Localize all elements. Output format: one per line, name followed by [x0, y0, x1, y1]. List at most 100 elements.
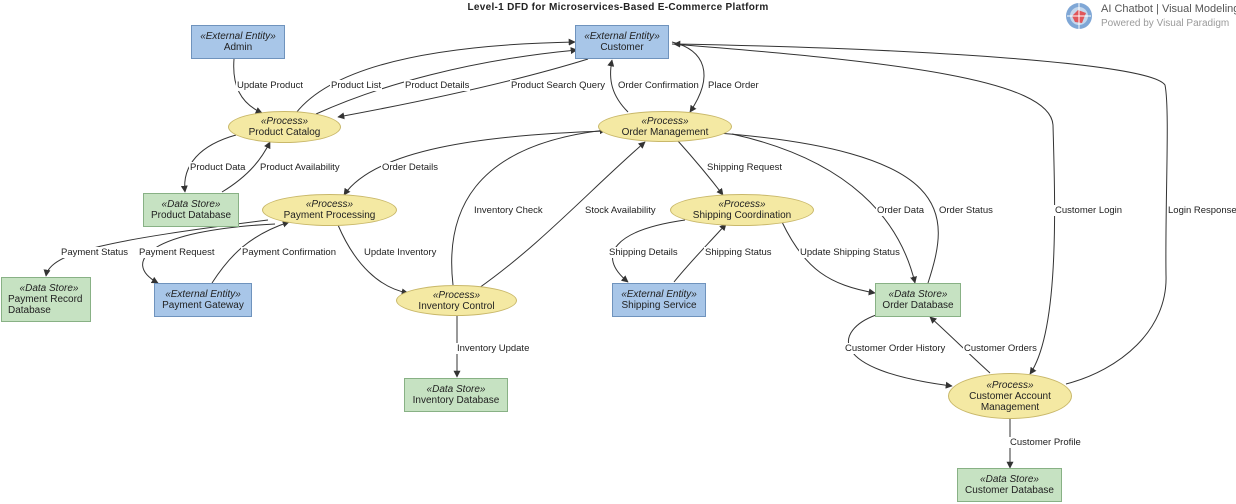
node-product-catalog[interactable]: «Process» Product Catalog	[228, 111, 341, 143]
stereotype-label: «Data Store»	[888, 289, 948, 300]
edge-order-details	[343, 130, 607, 196]
node-payment-record-database[interactable]: «Data Store» Payment Record Database	[1, 277, 91, 322]
stereotype-label: «Data Store»	[426, 384, 486, 395]
stereotype-label: «External Entity»	[621, 289, 697, 300]
stereotype-label: «Data Store»	[980, 474, 1039, 485]
flow-label-update-product: Update Product	[236, 80, 305, 91]
stereotype-label: «External Entity»	[584, 31, 660, 42]
edge-order-confirmation	[607, 59, 629, 113]
stereotype-label: «External Entity»	[200, 31, 276, 42]
flow-label-place-order: Place Order	[707, 80, 760, 91]
edge-shipping-status	[673, 223, 727, 283]
edge-update-shipping-status	[781, 221, 876, 296]
branding-logo: AI Chatbot | Visual Modeling Powered by …	[1064, 0, 1236, 34]
branding-title: AI Chatbot | Visual Modeling	[1101, 3, 1236, 15]
edge-payment-confirmation	[211, 220, 290, 284]
edge-order-status	[704, 128, 939, 284]
flow-label-customer-orders: Customer Orders	[963, 343, 1038, 354]
stereotype-label: «Process»	[432, 289, 481, 301]
flow-label-payment-confirmation: Payment Confirmation	[241, 247, 337, 258]
flow-label-inventory-check: Inventory Check	[473, 205, 544, 216]
flow-label-order-confirmation: Order Confirmation	[617, 80, 700, 91]
node-inventory-control[interactable]: «Process» Inventory Control	[396, 285, 517, 316]
flow-label-customer-login: Customer Login	[1054, 205, 1124, 216]
node-name: Product Catalog	[248, 127, 321, 138]
diagram-title: Level-1 DFD for Microservices-Based E-Co…	[467, 2, 769, 13]
node-customer-database[interactable]: «Data Store» Customer Database	[957, 468, 1062, 502]
edge-customer-login	[671, 43, 1056, 375]
edge-payment-status	[43, 219, 269, 277]
edge-shipping-request	[677, 140, 724, 196]
stereotype-label: «Process»	[986, 379, 1034, 391]
flow-label-inventory-update: Inventory Update	[456, 343, 531, 354]
flow-label-order-data: Order Data	[876, 205, 925, 216]
flow-label-shipping-request: Shipping Request	[706, 162, 783, 173]
node-name: Payment Processing	[283, 210, 376, 221]
flow-label-product-list: Product List	[330, 80, 383, 91]
node-payment-gateway[interactable]: «External Entity» Payment Gateway	[154, 283, 252, 317]
stereotype-label: «Process»	[641, 115, 689, 127]
node-product-database[interactable]: «Data Store» Product Database	[143, 193, 239, 227]
flow-label-product-details: Product Details	[404, 80, 471, 91]
edge-product-search-query	[337, 58, 589, 120]
node-name: Shipping Coordination	[692, 210, 792, 221]
node-payment-processing[interactable]: «Process» Payment Processing	[262, 194, 397, 226]
flow-label-payment-request: Payment Request	[138, 247, 216, 258]
flow-label-product-data: Product Data	[189, 162, 247, 173]
node-name-line1: Payment Record	[8, 294, 83, 305]
edge-shipping-details	[612, 219, 686, 283]
node-name-line1: Customer Account	[969, 390, 1051, 402]
node-name: Order Management	[621, 126, 709, 138]
node-customer-account-management[interactable]: «Process» Customer Account Management	[948, 373, 1072, 419]
stereotype-label: «Data Store»	[19, 283, 79, 294]
edge-customer-orders	[929, 316, 991, 374]
flow-label-shipping-details: Shipping Details	[608, 247, 679, 258]
stereotype-label: «Process»	[718, 199, 766, 210]
flow-label-update-inventory: Update Inventory	[363, 247, 438, 258]
edge-product-data	[180, 134, 237, 193]
edge-product-list	[295, 38, 576, 114]
flow-label-payment-status: Payment Status	[60, 247, 130, 258]
flow-label-product-availability: Product Availability	[259, 162, 341, 173]
flow-label-order-status: Order Status	[938, 205, 994, 216]
node-shipping-service[interactable]: «External Entity» Shipping Service	[612, 283, 706, 317]
branding-subtitle: Powered by Visual Paradigm	[1101, 18, 1230, 29]
flow-label-login-response: Login Response	[1167, 205, 1236, 216]
node-name-line2: Management	[980, 401, 1040, 413]
node-order-database[interactable]: «Data Store» Order Database	[875, 283, 961, 317]
node-name: Customer Database	[965, 485, 1054, 496]
node-name: Inventory Database	[412, 395, 500, 406]
node-name: Shipping Service	[621, 300, 697, 311]
stereotype-label: «Data Store»	[161, 199, 221, 210]
node-inventory-database[interactable]: «Data Store» Inventory Database	[404, 378, 508, 412]
node-name: Customer	[600, 42, 644, 53]
stereotype-label: «Process»	[260, 116, 309, 127]
edge-login-response	[673, 40, 1168, 385]
node-name: Payment Gateway	[162, 300, 244, 311]
edge-product-availability	[221, 141, 271, 193]
flow-label-shipping-status: Shipping Status	[704, 247, 773, 258]
edge-product-details	[315, 47, 578, 115]
visual-paradigm-icon	[1066, 3, 1092, 29]
node-order-management[interactable]: «Process» Order Management	[598, 111, 732, 142]
edge-order-data	[731, 133, 917, 284]
stereotype-label: «External Entity»	[165, 289, 241, 300]
node-name: Admin	[223, 42, 253, 53]
flow-label-order-details: Order Details	[381, 162, 439, 173]
node-customer[interactable]: «External Entity» Customer	[575, 25, 669, 59]
edge-inventory-check	[451, 127, 607, 286]
edge-update-inventory	[337, 224, 409, 296]
edge-place-order	[671, 41, 705, 113]
edge-stock-availability	[478, 141, 646, 289]
node-admin[interactable]: «External Entity» Admin	[191, 25, 285, 59]
flow-label-stock-availability: Stock Availability	[584, 205, 657, 216]
node-name: Product Database	[150, 210, 232, 221]
node-name: Inventory Control	[418, 300, 495, 312]
stereotype-label: «Process»	[305, 199, 354, 210]
node-name-line2: Database	[8, 305, 51, 316]
edge-update-product	[233, 58, 263, 114]
node-shipping-coordination[interactable]: «Process» Shipping Coordination	[670, 194, 814, 226]
flow-label-update-shipping-status: Update Shipping Status	[799, 247, 901, 258]
node-name: Order Database	[882, 300, 954, 311]
flow-label-customer-profile: Customer Profile	[1009, 437, 1082, 448]
